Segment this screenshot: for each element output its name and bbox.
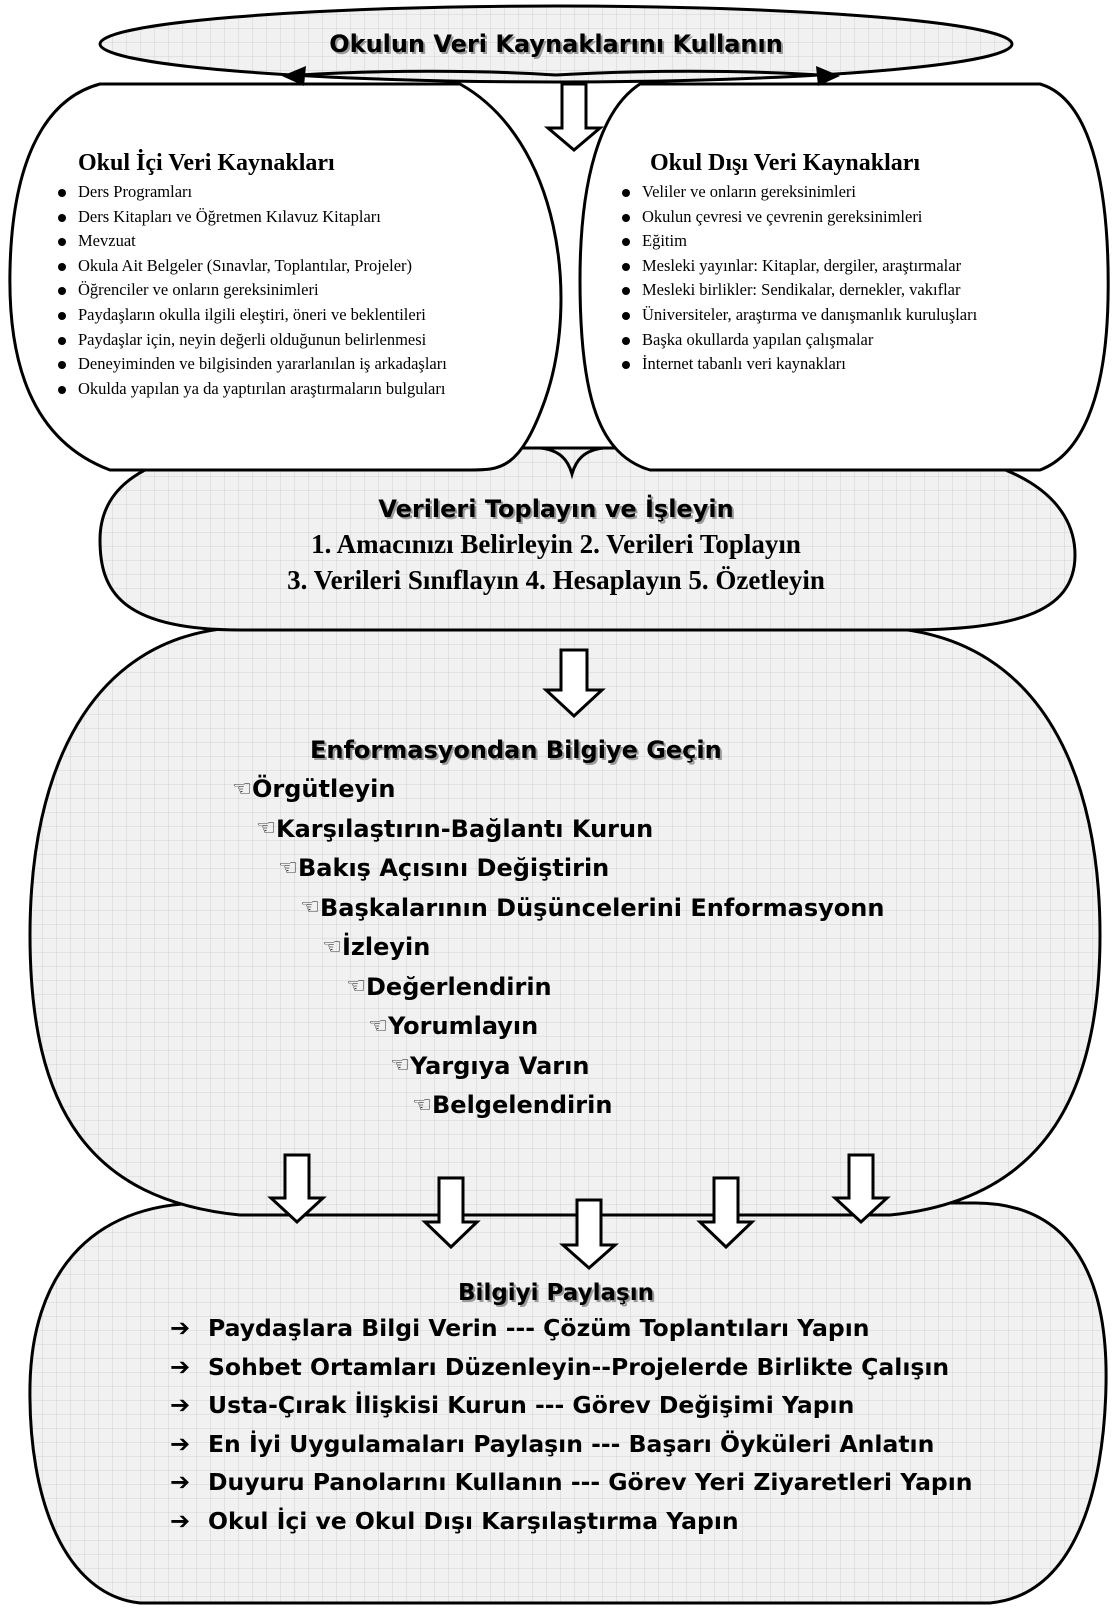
share-item: ➔ Sohbet Ortamları Düzenleyin--Projelerde… [170, 1353, 949, 1381]
share-item-label: En İyi Uygulamaları Paylaşın --- Başarı … [208, 1429, 935, 1458]
share-item-label: Paydaşlara Bilgi Verin --- Çözüm Toplant… [208, 1314, 870, 1342]
share-item: ➔ En İyi Uygulamaları Paylaşın --- Başarı… [170, 1430, 934, 1458]
share-item-label: Okul İçi ve Okul Dışı Karşılaştırma Yapı… [208, 1506, 739, 1535]
down-arrow-2 [421, 1176, 481, 1250]
pointing-hand-icon: ☞ [322, 934, 342, 960]
knowledge-step-label: Değerlendirin [366, 972, 552, 1001]
internal-heading: Okul İçi Veri Kaynakları [78, 150, 335, 176]
knowledge-step: ☞Başkalarının Düşüncelerini Enformasyonn [284, 894, 884, 922]
down-arrow-4 [696, 1176, 756, 1250]
list-item: Öğrenciler ve onların gereksinimleri [56, 278, 447, 303]
collect-line-1: 1. Amacınızı Belirleyin 2. Verileri Topl… [311, 529, 801, 559]
pointing-hand-icon: ☞ [278, 855, 298, 881]
list-item: Paydaşlar için, neyin değerli olduğunun … [56, 328, 447, 353]
arrow-right-icon: ➔ [170, 1506, 191, 1535]
knowledge-step-label: Yargıya Varın [410, 1051, 590, 1080]
collect-steps: 1. Amacınızı Belirleyin 2. Verileri Topl… [0, 526, 1112, 598]
list-item: Ders Programları [56, 180, 447, 205]
share-item: ➔ Okul İçi ve Okul Dışı Karşılaştırma Yap… [170, 1507, 739, 1535]
pointing-hand-icon: ☞ [346, 974, 366, 999]
knowledge-step: ☞Yargıya Varın [374, 1052, 589, 1080]
knowledge-region [28, 626, 1102, 1217]
list-item: Okulda yapılan ya da yaptırılan araştırm… [56, 377, 447, 402]
share-region [28, 1201, 1108, 1605]
arrow-right-icon: ➔ [170, 1391, 191, 1419]
list-item: Deneyiminden ve bilgisinden yararlanılan… [56, 352, 447, 377]
list-item: Başka okullarda yapılan çalışmalar [620, 328, 977, 353]
top-ellipse [98, 4, 1014, 84]
down-arrow-1 [267, 1153, 327, 1225]
pointing-hand-icon: ☞ [412, 1092, 432, 1118]
knowledge-step-label: Belgelendirin [432, 1091, 613, 1119]
knowledge-step: ☞İzleyin [306, 933, 430, 961]
split-arrow-left [299, 69, 557, 77]
arrow-right-icon: ➔ [170, 1314, 191, 1342]
knowledge-step: ☞Karşılaştırın-Bağlantı Kurun [240, 815, 653, 843]
share-item: ➔ Usta-Çırak İlişkisi Kurun --- Görev Değ… [170, 1391, 854, 1419]
share-title: Bilgiyi Paylaşın [458, 1280, 654, 1306]
down-arrow-5 [831, 1153, 891, 1225]
list-item: Mesleki yayınlar: Kitaplar, dergiler, ar… [620, 254, 977, 279]
external-heading: Okul Dışı Veri Kaynakları [650, 150, 921, 176]
list-item: Üniversiteler, araştırma ve danışmanlık … [620, 303, 977, 328]
knowledge-step: ☞Bakış Açısını Değiştirin [262, 854, 609, 882]
external-box [578, 82, 1110, 472]
top-title: Okulun Veri Kaynaklarını Kullanın [329, 30, 783, 58]
knowledge-step: ☞Belgelendirin [396, 1091, 612, 1119]
knowledge-step: ☞Değerlendirin [330, 972, 552, 1001]
list-item: Ders Kitapları ve Öğretmen Kılavuz Kitap… [56, 205, 447, 230]
internal-box [8, 82, 563, 472]
pointing-hand-icon: ☞ [232, 776, 252, 802]
knowledge-step-label: İzleyin [342, 933, 431, 961]
collect-line-2: 3. Verileri Sınıflayın 4. Hesaplayın 5. … [287, 565, 825, 595]
down-arrow-3 [559, 1198, 619, 1271]
knowledge-step-label: Örgütleyin [252, 775, 396, 803]
list-item: Paydaşların okulla ilgili eleştiri, öner… [56, 303, 447, 328]
knowledge-step-label: Başkalarının Düşüncelerini Enformasyonn [320, 893, 885, 922]
pointing-hand-icon: ☞ [300, 895, 320, 920]
knowledge-step-label: Yorumlayın [388, 1012, 539, 1040]
list-item: Okulun çevresi ve çevrenin gereksinimler… [620, 205, 977, 230]
arrow-right-icon: ➔ [170, 1429, 191, 1458]
collect-region [98, 446, 1077, 632]
pointing-hand-icon: ☞ [368, 1013, 388, 1039]
collect-title: Verileri Toplayın ve İşleyin [378, 495, 734, 523]
knowledge-step: ☞Örgütleyin [216, 775, 395, 803]
share-item-label: Sohbet Ortamları Düzenleyin--Projelerde … [208, 1352, 950, 1381]
list-item: Mevzuat [56, 229, 447, 254]
knowledge-step-label: Bakış Açısını Değiştirin [298, 854, 610, 882]
arrow-right-icon: ➔ [170, 1468, 191, 1496]
split-arrow-right [555, 69, 821, 77]
list-item: İnternet tabanlı veri kaynakları [620, 352, 977, 377]
share-item: ➔ Paydaşlara Bilgi Verin --- Çözüm Toplan… [170, 1314, 870, 1342]
knowledge-title: Enformasyondan Bilgiye Geçin [310, 736, 722, 764]
down-arrow-top [543, 82, 605, 152]
list-item: Mesleki birlikler: Sendikalar, dernekler… [620, 278, 977, 303]
arrow-right-icon: ➔ [170, 1352, 191, 1381]
list-item: Okula Ait Belgeler (Sınavlar, Toplantıla… [56, 254, 447, 279]
down-arrow-mid [542, 648, 606, 719]
knowledge-step-label: Karşılaştırın-Bağlantı Kurun [276, 814, 654, 843]
share-item: ➔ Duyuru Panolarını Kullanın --- Görev Ye… [170, 1468, 973, 1496]
list-item: Veliler ve onların gereksinimleri [620, 180, 977, 205]
pointing-hand-icon: ☞ [256, 816, 276, 841]
pointing-hand-icon: ☞ [390, 1053, 410, 1078]
share-item-label: Duyuru Panolarını Kullanın --- Görev Yer… [208, 1468, 973, 1496]
list-item: Eğitim [620, 229, 977, 254]
knowledge-step: ☞Yorumlayın [352, 1012, 538, 1040]
share-item-label: Usta-Çırak İlişkisi Kurun --- Görev Deği… [208, 1391, 855, 1419]
